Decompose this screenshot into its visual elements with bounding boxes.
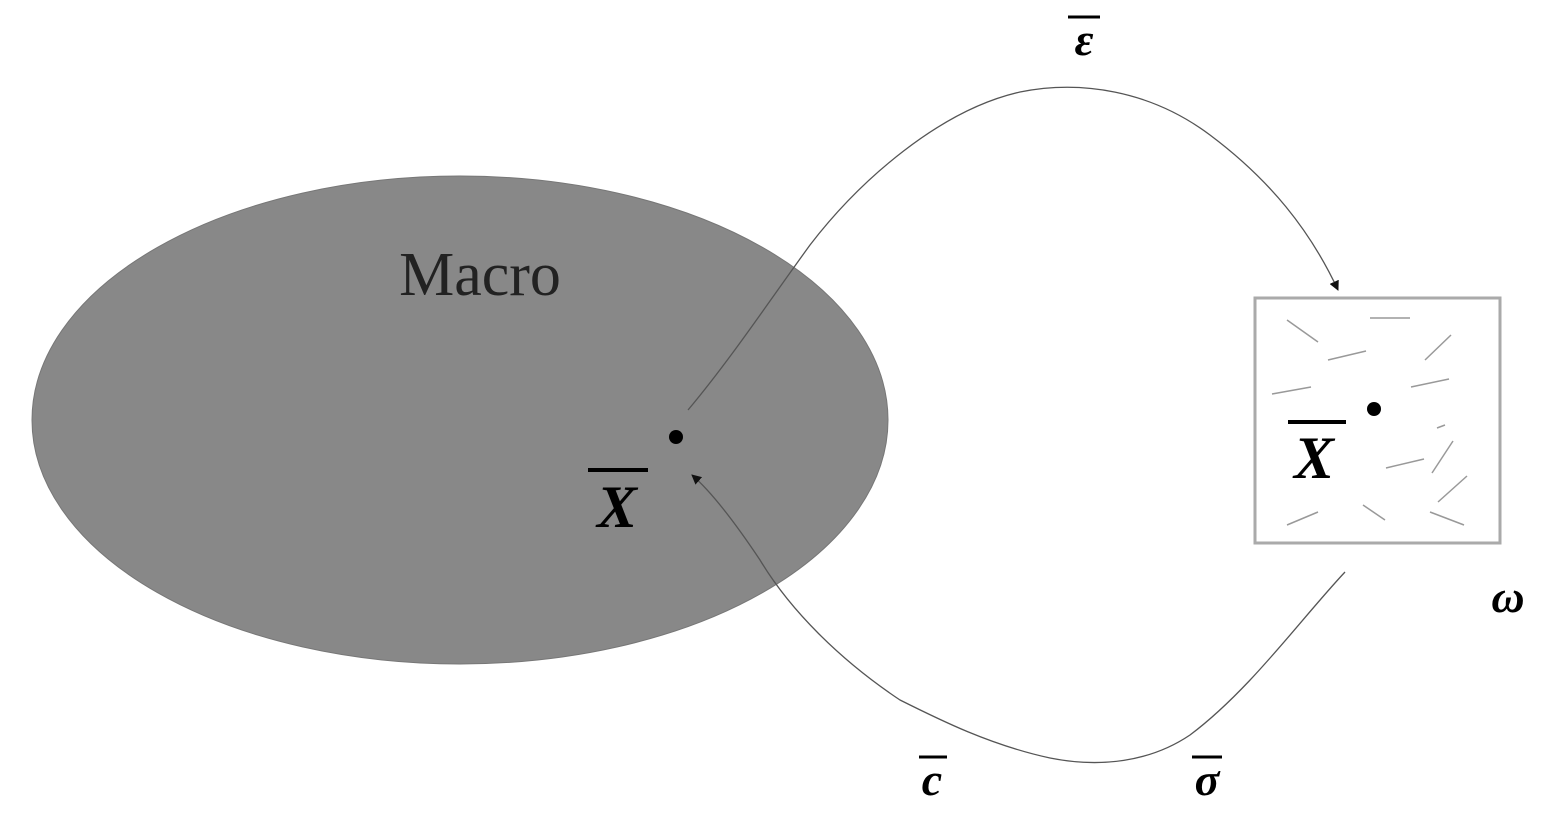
svg-text:σ: σ [1195, 754, 1221, 805]
macro-point-dot [669, 430, 683, 444]
micro-cracks [1271, 317, 1468, 526]
stress-label: σ [1192, 754, 1222, 805]
micro-point-label: X [1288, 420, 1346, 491]
svg-text:X: X [595, 474, 639, 540]
svg-text:c: c [922, 754, 942, 805]
svg-text:X: X [1292, 425, 1336, 491]
macro-point-label: X [588, 468, 648, 540]
strain-arrow [687, 86, 1339, 411]
micro-point-dot [1367, 402, 1381, 416]
micro-cell-omega-label: ω [1491, 571, 1524, 622]
macro-label: Macro [399, 241, 561, 309]
strain-label: ε [1068, 14, 1100, 65]
svg-text:ε: ε [1075, 14, 1094, 65]
tangent-label: c [919, 754, 947, 805]
macro-region [31, 175, 889, 665]
stress-tangent-arrow [691, 474, 1346, 764]
